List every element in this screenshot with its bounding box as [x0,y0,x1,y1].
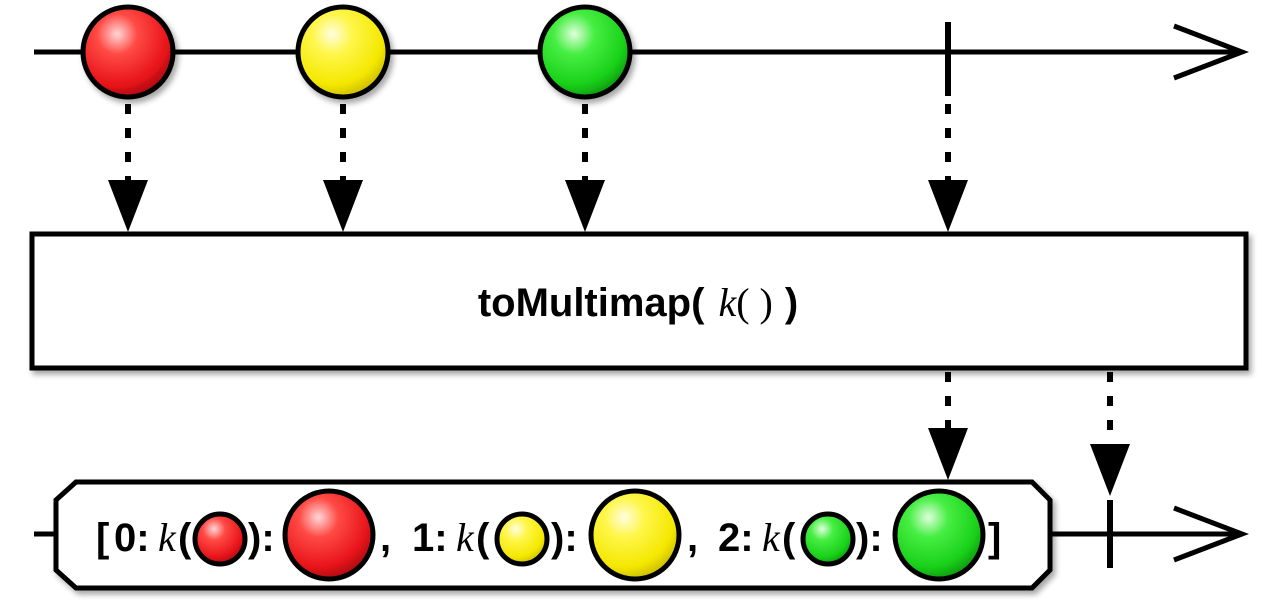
arrow-yellow-to-operator [323,104,363,232]
result-entry-1-value-marble [588,488,682,582]
operator-label: toMultimap( k( )) [478,280,798,325]
result-close-bracket: ] [988,516,1001,560]
result-entry-2-k: k [762,515,781,560]
result-entry-2-index: 2: [718,516,754,560]
arrow-operator-to-result [928,372,968,480]
operator-key-fn-parens: ( ) [736,280,773,325]
result-open-bracket: [ [96,516,109,560]
result-entry-0-index: 0: [114,516,150,560]
operator-name: toMultimap( [478,281,705,325]
result-entry-0-value-marble [282,488,376,582]
operator-box: toMultimap( k( )) [29,231,1249,371]
result-entry-2-key-marble [800,511,856,567]
result-entry-2-open-paren: ( [782,516,796,560]
result-entry-1-index: 1: [412,516,448,560]
result-entry-0-open-paren: ( [178,516,192,560]
input-marble-red [80,4,176,100]
input-marble-green [537,4,633,100]
result-entry-0-key-marble [192,511,248,567]
result-entry-1-k: k [456,515,475,560]
input-marble-yellow [295,4,391,100]
input-timeline [34,4,1250,100]
input-arrows [108,104,968,232]
result-entry-1-close-paren: ): [551,516,578,560]
arrow-red-to-operator [108,104,148,232]
result-entry-2-value-marble [892,488,986,582]
output-timeline: [ 0: k ( ): , 1: k ( ): , 2: k ( ): ] [34,479,1250,591]
output-timeline-arrowhead [1173,505,1250,563]
result-entry-1-open-paren: ( [476,516,490,560]
arrow-complete-to-operator [928,104,968,232]
arrow-operator-to-completion [1090,372,1130,496]
operator-close-paren: ) [785,281,798,325]
result-map-item: [ 0: k ( ): , 1: k ( ): , 2: k ( ): ] [53,479,1053,591]
result-entry-2-close-paren: ): [856,516,883,560]
input-timeline-arrowhead [1173,23,1250,81]
output-arrows [928,372,1130,496]
result-entry-0-k: k [158,515,177,560]
result-entry-0-separator: , [380,516,391,560]
result-entry-0-close-paren: ): [248,516,275,560]
arrow-green-to-operator [565,104,605,232]
result-entry-1-key-marble [494,511,550,567]
operator-box-frame [29,231,1249,371]
result-entry-1-separator: , [687,516,698,560]
operator-key-fn: k [718,280,737,325]
